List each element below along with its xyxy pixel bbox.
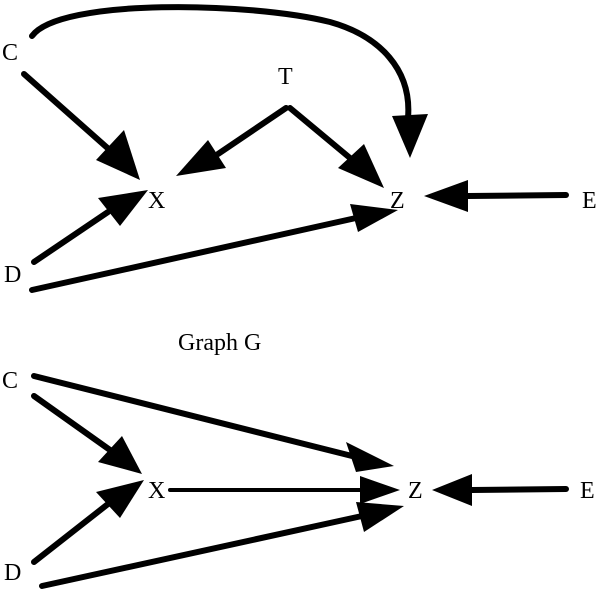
node-x: X — [148, 478, 165, 504]
edge-c-to-x — [21, 71, 140, 180]
edge-e-to-z — [432, 474, 569, 506]
node-d: D — [4, 560, 21, 586]
edge-t-to-z — [287, 105, 384, 188]
graph-g: C T X Z E D Graph G — [2, 4, 597, 356]
edge-c-to-z — [31, 373, 394, 472]
node-c: C — [2, 40, 18, 66]
node-e: E — [582, 188, 597, 214]
node-z: Z — [408, 478, 423, 504]
edge-d-to-x — [31, 190, 148, 265]
node-x: X — [148, 188, 165, 214]
graph-caption: Graph G — [178, 330, 261, 356]
edge-d-to-z — [39, 502, 404, 589]
edge-c-to-z — [29, 4, 428, 158]
graph-2: C X Z E D — [2, 368, 595, 589]
node-e: E — [580, 478, 595, 504]
node-t: T — [278, 64, 293, 90]
edge-d-to-z — [29, 204, 398, 293]
node-d: D — [4, 262, 21, 288]
node-c: C — [2, 368, 18, 394]
edge-e-to-z — [424, 180, 569, 212]
edge-t-to-x — [176, 105, 289, 176]
edge-c-to-x — [31, 393, 142, 474]
node-z: Z — [390, 188, 405, 214]
edge-x-to-z — [168, 476, 400, 504]
edge-d-to-x — [31, 480, 144, 565]
